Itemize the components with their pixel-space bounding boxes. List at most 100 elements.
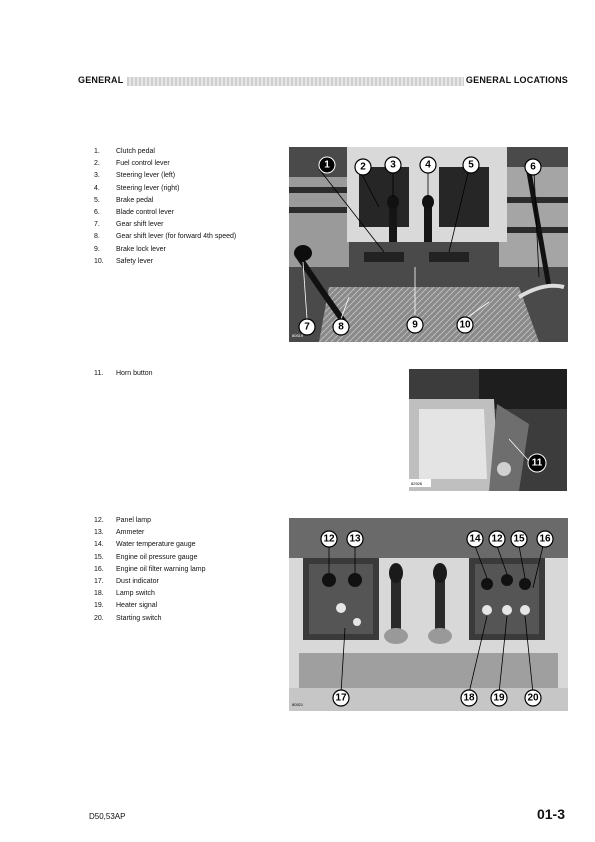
callout-3: 3 <box>384 156 402 174</box>
item-label: Brake pedal <box>116 196 154 204</box>
list-item: 4.Steering lever (right) <box>94 183 236 195</box>
item-number: 7. <box>94 221 100 229</box>
model-designation: D50,53AP <box>89 812 126 821</box>
callout-20: 20 <box>524 689 542 707</box>
parts-list-horn: 11. Horn button <box>94 368 153 380</box>
item-label: Ammeter <box>116 529 145 537</box>
svg-text:6: 6 <box>530 162 536 173</box>
item-number: 11. <box>94 370 104 377</box>
item-number: 5. <box>94 196 100 204</box>
callout-6: 6 <box>524 158 542 176</box>
item-label: Blade control lever <box>116 209 174 217</box>
figure-code: 80519 <box>292 333 304 338</box>
list-item: 20. Starting switch <box>94 613 206 625</box>
callout-15: 15 <box>510 530 528 548</box>
item-label: Heater signal <box>116 602 158 610</box>
list-item: 9.Brake lock lever <box>94 244 236 256</box>
item-number: 14. <box>94 541 104 549</box>
callout-2: 2 <box>354 158 372 176</box>
svg-text:20: 20 <box>527 693 539 704</box>
list-item: 5. Brake pedal <box>94 195 236 207</box>
svg-text:17: 17 <box>335 693 347 704</box>
list-item: 1. Clutch pedal <box>94 146 236 158</box>
horn-button-photo: 11 82926 <box>409 369 567 491</box>
callout-9: 9 <box>406 316 424 334</box>
item-number: 15. <box>94 553 104 561</box>
svg-text:19: 19 <box>493 693 505 704</box>
callout-18: 18 <box>460 689 478 707</box>
list-item: 7. Gear shift lever <box>94 219 236 231</box>
callout-1: 1 <box>318 156 336 174</box>
item-label: Clutch pedal <box>116 148 155 155</box>
svg-text:1: 1 <box>324 160 330 171</box>
header-page-title: GENERAL LOCATIONS <box>465 75 568 85</box>
svg-text:9: 9 <box>412 320 418 331</box>
svg-text:10: 10 <box>459 320 471 331</box>
item-number: 4. <box>94 184 100 192</box>
item-label: Engine oil filter warning lamp <box>116 565 206 573</box>
figure-code: 80521 <box>292 702 304 707</box>
svg-text:16: 16 <box>539 534 551 545</box>
svg-text:2: 2 <box>360 162 366 173</box>
list-item: 13.Ammeter <box>94 527 206 539</box>
item-number: 20. <box>94 614 104 622</box>
callout-16: 16 <box>536 530 554 548</box>
svg-text:8: 8 <box>338 322 344 333</box>
item-number: 8. <box>94 233 100 241</box>
svg-text:15: 15 <box>513 534 525 545</box>
callout-11: 11 <box>527 453 547 473</box>
item-label: Gear shift lever (for forward 4th speed) <box>116 233 237 241</box>
svg-text:13: 13 <box>349 534 361 545</box>
item-number: 17. <box>94 578 104 586</box>
list-item: 17. Dust indicator <box>94 576 206 588</box>
item-label: Horn button <box>116 370 153 377</box>
svg-text:12: 12 <box>323 534 335 545</box>
svg-text:18: 18 <box>463 693 475 704</box>
svg-text:5: 5 <box>468 160 474 171</box>
item-label: Starting switch <box>116 614 162 622</box>
callout-5: 5 <box>462 156 480 174</box>
list-item: 3. Steering lever (left) <box>94 170 236 182</box>
item-label: Engine oil pressure gauge <box>116 553 198 561</box>
item-label: Brake lock lever <box>116 245 166 253</box>
header-rule <box>127 77 464 86</box>
callout-10: 10 <box>456 316 474 334</box>
item-label: Gear shift lever <box>116 221 164 229</box>
operator-compartment-photo: 1 2 3 4 5 6 7 8 9 10 80519 <box>289 147 568 342</box>
item-label: Steering lever (left) <box>116 172 176 180</box>
list-item: 15. Engine oil pressure gauge <box>94 552 206 564</box>
svg-text:12: 12 <box>491 534 503 545</box>
svg-text:4: 4 <box>425 160 431 171</box>
instrument-panel-illustration: 12 13 14 12 15 16 17 18 19 20 80521 <box>289 518 568 711</box>
list-item: 14. Water temperature gauge <box>94 539 206 551</box>
list-item: 6.Blade control lever <box>94 207 236 219</box>
item-number: 1. <box>94 148 100 155</box>
item-label: Panel lamp <box>116 517 152 524</box>
item-label: Lamp switch <box>116 590 155 598</box>
callout-13: 13 <box>346 530 364 548</box>
list-item: 18. Lamp switch <box>94 588 206 600</box>
item-label: Water temperature gauge <box>116 541 196 549</box>
list-item: 8. Gear shift lever (for forward 4th spee… <box>94 231 236 243</box>
svg-text:7: 7 <box>304 322 310 333</box>
callout-19: 19 <box>490 689 508 707</box>
header-section-title: GENERAL <box>78 75 124 85</box>
item-number: 3. <box>94 172 100 180</box>
item-label: Dust indicator <box>116 578 159 586</box>
item-number: 18. <box>94 590 104 598</box>
figure-code: 82926 <box>411 481 423 486</box>
parts-list-instrument-panel: 12. Panel lamp 13.Ammeter 14. Water temper… <box>94 515 206 625</box>
list-item: 16.Engine oil filter warning lamp <box>94 564 206 576</box>
callout-8: 8 <box>332 318 350 336</box>
item-number: 2. <box>94 160 100 168</box>
page-number: 01-3 <box>536 806 565 822</box>
svg-text:14: 14 <box>469 534 481 545</box>
instrument-panel-photo: 12 13 14 12 15 16 17 18 19 20 80521 <box>289 518 568 711</box>
item-number: 12. <box>94 517 104 524</box>
svg-text:11: 11 <box>532 458 543 469</box>
operator-compartment-illustration: 1 2 3 4 5 6 7 8 9 10 80519 <box>289 147 568 342</box>
callout-12-right: 12 <box>488 530 506 548</box>
list-item: 10.Safety lever <box>94 256 236 268</box>
callout-7: 7 <box>298 318 316 336</box>
item-number: 10. <box>94 257 104 265</box>
